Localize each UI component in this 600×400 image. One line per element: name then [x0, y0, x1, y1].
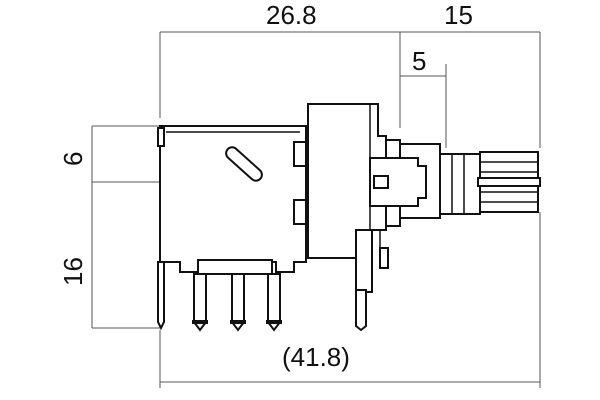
switch-body	[157, 125, 307, 275]
dim-overall-length: (41.8)	[282, 342, 350, 372]
shaft-collar	[439, 153, 481, 215]
shaft	[439, 151, 541, 215]
pin-1-foot	[192, 320, 208, 324]
terminal-base	[197, 259, 273, 275]
switch-housing	[159, 125, 307, 273]
bushing-nut	[369, 157, 427, 207]
knob-slot	[477, 177, 541, 187]
housing-tab-top	[157, 127, 165, 147]
dim-body-length: 26.8	[266, 0, 317, 30]
dim-shaft-length: 15	[444, 0, 473, 30]
pot-housing	[307, 103, 387, 259]
housing-clip-upper	[293, 141, 307, 167]
housing-clip-lower	[293, 199, 307, 225]
bushing	[369, 139, 441, 227]
pin-2-foot	[230, 320, 246, 324]
pot-body	[307, 103, 389, 332]
terminal-pin-3	[267, 273, 281, 332]
terminal-pin-1	[193, 273, 207, 332]
dim-upper-height: 6	[58, 152, 88, 166]
housing-slot	[225, 146, 263, 182]
pot-terminal-pin	[355, 289, 367, 332]
dimension-labels: 26.8 15 5 (41.8) 6 16	[58, 0, 473, 372]
dim-lower-height: 16	[58, 257, 88, 286]
bushing-key	[373, 175, 389, 189]
terminal-pin-2	[231, 273, 245, 332]
mounting-leg-left	[157, 261, 165, 331]
pin-3-foot	[266, 320, 282, 324]
pot-lead-tab	[379, 247, 389, 269]
dim-shaft-flat: 5	[412, 46, 426, 76]
terminal-pins	[157, 261, 282, 332]
